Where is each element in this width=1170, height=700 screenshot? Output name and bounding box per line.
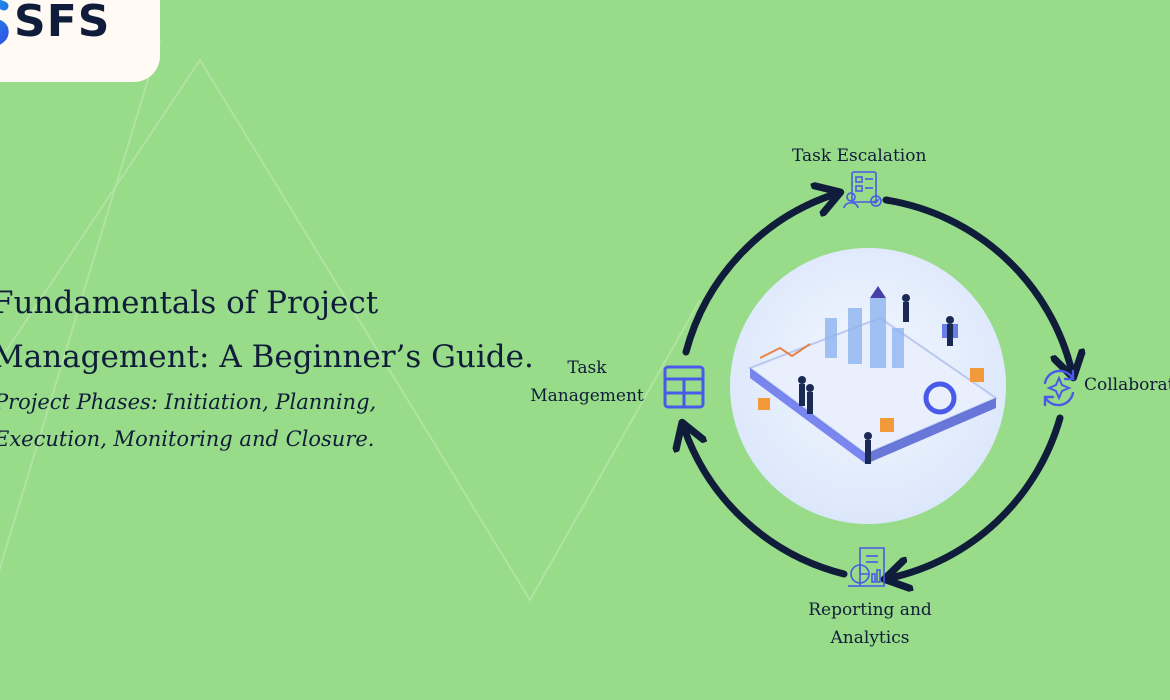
sync-sparkle-icon bbox=[1043, 369, 1075, 407]
table-grid-icon bbox=[663, 365, 705, 409]
page-title: Fundamentals of Project Management: A Be… bbox=[0, 276, 592, 384]
cycle-arrows bbox=[640, 160, 1170, 640]
page-title-line-1: Fundamentals of Project bbox=[0, 285, 379, 321]
report-chart-icon bbox=[848, 547, 885, 587]
cycle-label-reporting-line-2: Analytics bbox=[830, 628, 910, 648]
page-subtitle-line-2: Execution, Monitoring and Closure. bbox=[0, 427, 375, 451]
page-subtitle: Project Phases: Initiation, Planning, Ex… bbox=[0, 384, 514, 458]
cycle-label-reporting-analytics: Reporting and Analytics bbox=[800, 596, 940, 652]
cycle-label-task-escalation: Task Escalation bbox=[792, 146, 927, 166]
cycle-label-task-line-2: Management bbox=[530, 386, 644, 406]
logo-badge[interactable]: SFS bbox=[0, 0, 160, 82]
project-illustration bbox=[730, 248, 1006, 524]
page-subtitle-line-1: Project Phases: Initiation, Planning, bbox=[0, 390, 377, 414]
cycle-label-reporting-line-1: Reporting and bbox=[808, 600, 932, 620]
cycle-label-task-line-1: Task bbox=[567, 358, 607, 378]
cycle-label-collaboration: Collaborat bbox=[1084, 375, 1170, 395]
logo-swirl-icon bbox=[0, 0, 9, 45]
page-title-line-2: Management: A Beginner’s Guide. bbox=[0, 339, 534, 375]
cycle-label-task-management: Task Management bbox=[526, 354, 648, 410]
logo-wordmark: SFS bbox=[14, 0, 111, 47]
checklist-icon bbox=[843, 171, 882, 209]
